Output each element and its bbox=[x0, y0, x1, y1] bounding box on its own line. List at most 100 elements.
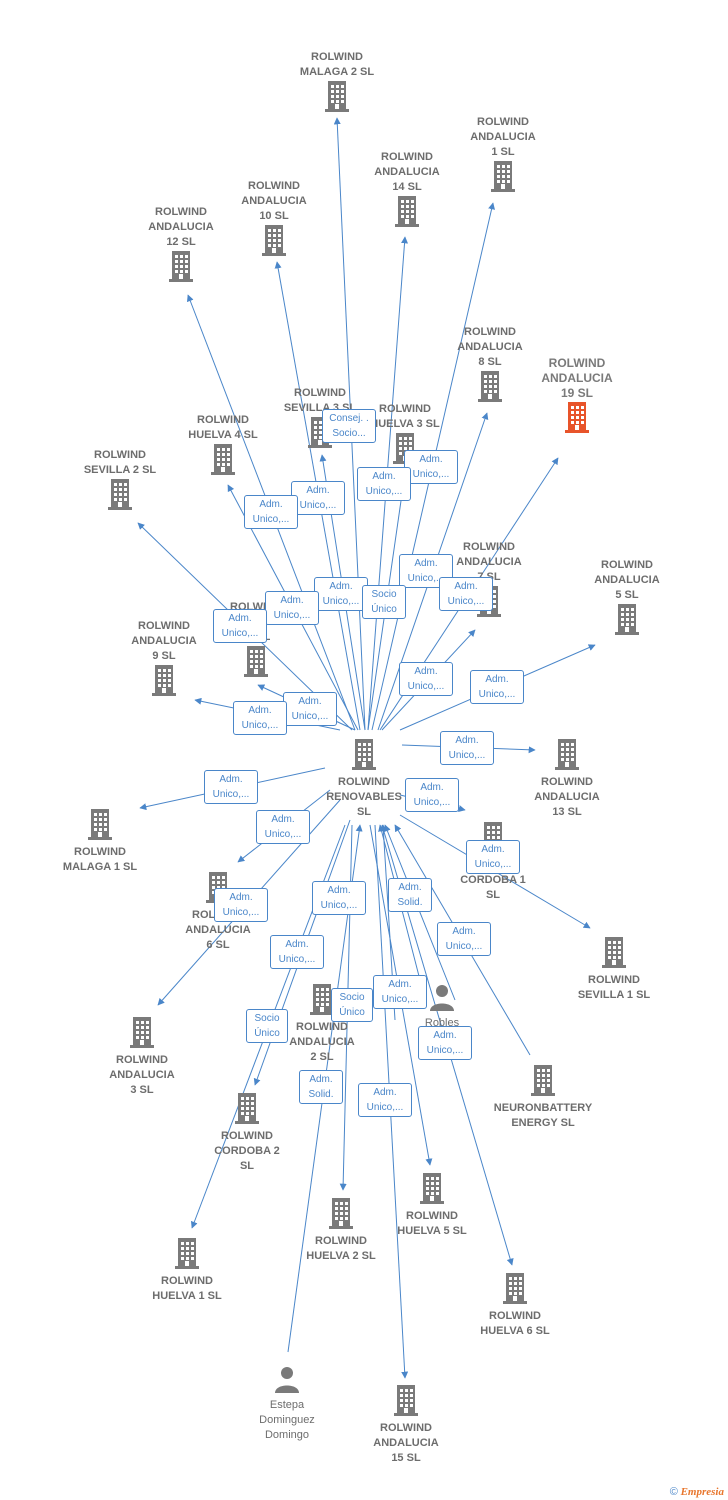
edge-label[interactable]: Adm. Unico,... bbox=[291, 481, 345, 515]
node-label: ROLWIND CORDOBA 2 SL bbox=[214, 1130, 280, 1172]
edge-label[interactable]: Adm. Unico,... bbox=[213, 609, 267, 643]
building-icon bbox=[443, 160, 563, 197]
node-rolwind-renovables[interactable]: ROLWIND RENOVABLES SL bbox=[304, 738, 424, 820]
node-label: ROLWIND HUELVA 4 SL bbox=[188, 414, 258, 441]
edge-label[interactable]: Adm. Unico,... bbox=[204, 770, 258, 804]
building-icon bbox=[507, 738, 627, 775]
edge-label[interactable]: Adm. Unico,... bbox=[399, 554, 453, 588]
building-icon bbox=[82, 1016, 202, 1053]
node-label: ROLWIND ANDALUCIA 3 SL bbox=[109, 1054, 175, 1096]
node-label: ROLWIND ANDALUCIA 2 SL bbox=[289, 1021, 355, 1063]
node-label: ROLWIND ANDALUCIA 8 SL bbox=[457, 326, 523, 368]
building-icon bbox=[277, 80, 397, 117]
building-icon bbox=[517, 401, 637, 438]
node-rolwind-andalucia-13[interactable]: ROLWIND ANDALUCIA 13 SL bbox=[507, 738, 627, 820]
node-rolwind-andalucia-3[interactable]: ROLWIND ANDALUCIA 3 SL bbox=[82, 1016, 202, 1098]
edge-label[interactable]: Adm. Unico,... bbox=[357, 467, 411, 501]
node-rolwind-sevilla-2[interactable]: ROLWIND SEVILLA 2 SL bbox=[60, 448, 180, 515]
copyright-symbol: © bbox=[669, 1486, 678, 1498]
node-rolwind-andalucia-8[interactable]: ROLWIND ANDALUCIA 8 SL bbox=[430, 325, 550, 407]
building-icon bbox=[567, 603, 687, 640]
node-label: ROLWIND HUELVA 5 SL bbox=[397, 1210, 467, 1237]
node-person-estepa-dominguez-domingo[interactable]: Estepa Dominguez Domingo bbox=[227, 1365, 347, 1443]
node-rolwind-huelva-5[interactable]: ROLWIND HUELVA 5 SL bbox=[372, 1172, 492, 1239]
edge-label[interactable]: Adm. Unico,... bbox=[270, 935, 324, 969]
node-label: ROLWIND SEVILLA 1 SL bbox=[577, 974, 651, 1001]
edge-label[interactable]: Socio Único bbox=[331, 988, 373, 1022]
edge-label[interactable]: Adm. Unico,... bbox=[418, 1026, 472, 1060]
edge-label[interactable]: Socio Único bbox=[362, 585, 406, 619]
node-label: Estepa Dominguez Domingo bbox=[259, 1399, 315, 1441]
node-label: ROLWIND MALAGA 2 SL bbox=[299, 51, 375, 78]
edge-label[interactable]: Adm. Unico,... bbox=[399, 662, 453, 696]
building-icon bbox=[104, 664, 224, 701]
edge-label[interactable]: Consej. . Socio... bbox=[322, 409, 376, 443]
edge-label[interactable]: Adm. Unico,... bbox=[214, 888, 268, 922]
node-rolwind-andalucia-12[interactable]: ROLWIND ANDALUCIA 12 SL bbox=[121, 205, 241, 287]
building-icon bbox=[346, 1384, 466, 1421]
brand-footer[interactable]: © Empresia bbox=[670, 1486, 724, 1498]
node-label: ROLWIND ANDALUCIA 5 SL bbox=[594, 559, 660, 601]
building-icon bbox=[483, 1064, 603, 1101]
edge-label[interactable]: Adm. Unico,... bbox=[233, 701, 287, 735]
node-rolwind-huelva-2[interactable]: ROLWIND HUELVA 2 SL bbox=[281, 1197, 401, 1264]
edge-label[interactable]: Adm. Unico,... bbox=[358, 1083, 412, 1117]
edge-label[interactable]: Adm. Unico,... bbox=[256, 810, 310, 844]
node-neuronbattery-energy[interactable]: NEURONBATTERY ENERGY SL bbox=[483, 1064, 603, 1131]
edge-label[interactable]: Adm. Unico,... bbox=[312, 881, 366, 915]
node-rolwind-andalucia-14[interactable]: ROLWIND ANDALUCIA 14 SL bbox=[347, 150, 467, 232]
building-icon bbox=[40, 808, 160, 845]
edge-label[interactable]: Adm. Unico,... bbox=[283, 692, 337, 726]
node-rolwind-sevilla-1[interactable]: ROLWIND SEVILLA 1 SL bbox=[554, 936, 674, 1003]
node-rolwind-cordoba-2[interactable]: ROLWIND CORDOBA 2 SL bbox=[187, 1092, 307, 1174]
edge-label[interactable]: Adm. Unico,... bbox=[373, 975, 427, 1009]
node-rolwind-andalucia-2[interactable]: ROLWIND ANDALUCIA 2 SL bbox=[262, 983, 382, 1065]
node-label: ROLWIND MALAGA 1 SL bbox=[62, 846, 138, 873]
node-rolwind-andalucia-15[interactable]: ROLWIND ANDALUCIA 15 SL bbox=[346, 1384, 466, 1466]
building-icon bbox=[281, 1197, 401, 1234]
edge-arrow bbox=[384, 824, 456, 1001]
edge-label[interactable]: Adm. Unico,... bbox=[439, 577, 493, 611]
node-label: ROLWIND ANDALUCIA 1 SL bbox=[470, 116, 536, 158]
edge-label[interactable]: Adm. Unico,... bbox=[404, 450, 458, 484]
node-label: ROLWIND RENOVABLES SL bbox=[326, 776, 402, 818]
node-rolwind-malaga-1[interactable]: ROLWIND MALAGA 1 SL bbox=[40, 808, 160, 875]
node-rolwind-andalucia-5[interactable]: ROLWIND ANDALUCIA 5 SL bbox=[567, 558, 687, 640]
building-icon bbox=[347, 195, 467, 232]
building-icon bbox=[196, 645, 316, 682]
edge-label[interactable]: Adm. Solid. bbox=[388, 878, 432, 912]
edge-label[interactable]: Adm. Unico,... bbox=[265, 591, 319, 625]
node-rolwind-andalucia-10[interactable]: ROLWIND ANDALUCIA 10 SL bbox=[214, 179, 334, 261]
edge-label[interactable]: Socio Único bbox=[246, 1009, 288, 1043]
building-icon bbox=[554, 936, 674, 973]
building-icon bbox=[60, 478, 180, 515]
empresia-logo: Empresia bbox=[680, 1486, 724, 1498]
node-label: ROLWIND ANDALUCIA 12 SL bbox=[148, 206, 214, 248]
node-label: ROLWIND ANDALUCIA 7 SL bbox=[456, 541, 522, 583]
node-rolwind-andalucia-19[interactable]: ROLWIND ANDALUCIA 19 SL bbox=[517, 356, 637, 438]
node-rolwind-malaga-2[interactable]: ROLWIND MALAGA 2 SL bbox=[277, 50, 397, 117]
edge-label[interactable]: Adm. Unico,... bbox=[470, 670, 524, 704]
building-icon bbox=[127, 1237, 247, 1274]
node-rolwind-huelva-6[interactable]: ROLWIND HUELVA 6 SL bbox=[455, 1272, 575, 1339]
edge-label[interactable]: Adm. Unico,... bbox=[405, 778, 459, 812]
edge-label[interactable]: Adm. Unico,... bbox=[440, 731, 494, 765]
edge-label[interactable]: Adm. Solid. bbox=[299, 1070, 343, 1104]
building-icon bbox=[121, 250, 241, 287]
node-label: ROLWIND ANDALUCIA 14 SL bbox=[374, 151, 440, 193]
node-label: NEURONBATTERY ENERGY SL bbox=[493, 1102, 593, 1129]
node-label: ROLWIND HUELVA 6 SL bbox=[480, 1310, 550, 1337]
edge-label[interactable]: Adm. Unico,... bbox=[314, 577, 368, 611]
edge-label[interactable]: Adm. Unico,... bbox=[437, 922, 491, 956]
node-rolwind-sevilla-3[interactable]: ROLWIND SEVILLA 3 SL bbox=[260, 386, 380, 453]
node-rolwind-huelva-1[interactable]: ROLWIND HUELVA 1 SL bbox=[127, 1237, 247, 1304]
node-rolwind-huelva-4[interactable]: ROLWIND HUELVA 4 SL bbox=[163, 413, 283, 480]
node-rolwind-andalucia-9[interactable]: ROLWIND ANDALUCIA 9 SL bbox=[104, 619, 224, 701]
person-icon bbox=[227, 1365, 347, 1398]
node-label: ROLWIND HUELVA 2 SL bbox=[306, 1235, 376, 1262]
edge-label[interactable]: Adm. Unico,... bbox=[244, 495, 298, 529]
node-rolwind-andalucia-1[interactable]: ROLWIND ANDALUCIA 1 SL bbox=[443, 115, 563, 197]
edge-label[interactable]: Adm. Unico,... bbox=[466, 840, 520, 874]
person-icon bbox=[382, 983, 502, 1016]
